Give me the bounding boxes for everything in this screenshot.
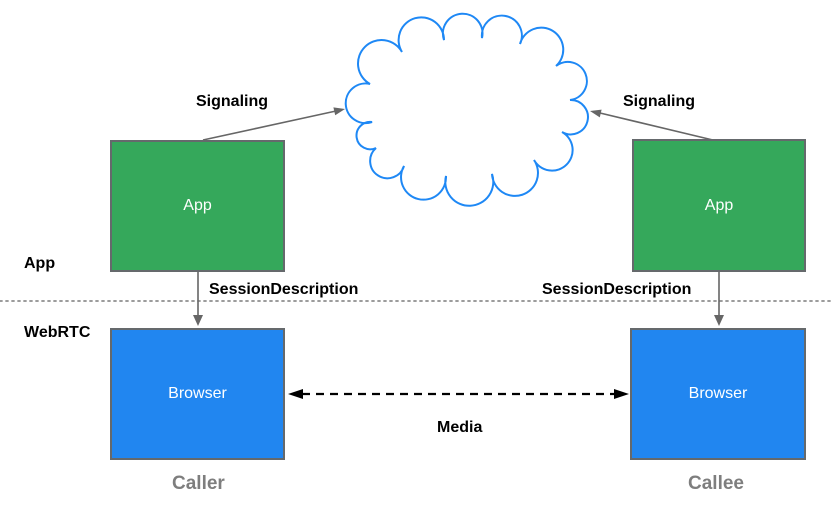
caller-app-box-label: App	[183, 197, 212, 214]
session-description-arrow-right	[714, 272, 724, 326]
media-label: Media	[437, 419, 483, 436]
callee-browser-box-label: Browser	[688, 385, 748, 402]
caller-browser-box: Browser	[110, 328, 285, 460]
signaling-arrow-right	[590, 109, 718, 142]
session-description-label-right: SessionDescription	[542, 281, 692, 298]
webrtc-layer-label: WebRTC	[24, 324, 91, 341]
callee-app-box-label: App	[704, 196, 734, 214]
callee-app-box: App	[632, 139, 806, 272]
cloud-icon	[344, 12, 589, 207]
signaling-arrow-left	[202, 107, 345, 141]
session-description-arrow-left	[193, 272, 203, 326]
caller-browser-box-label: Browser	[168, 385, 227, 402]
app-layer-label: App	[24, 255, 56, 272]
signaling-label-left: Signaling	[196, 93, 268, 110]
callee-browser-box: Browser	[630, 328, 806, 460]
signaling-label-right: Signaling	[623, 93, 695, 110]
callee-label: Callee	[688, 473, 744, 494]
caller-label: Caller	[172, 473, 225, 494]
caller-app-box: App	[110, 140, 285, 272]
session-description-label-left: SessionDescription	[209, 281, 359, 298]
media-arrow	[288, 389, 629, 399]
